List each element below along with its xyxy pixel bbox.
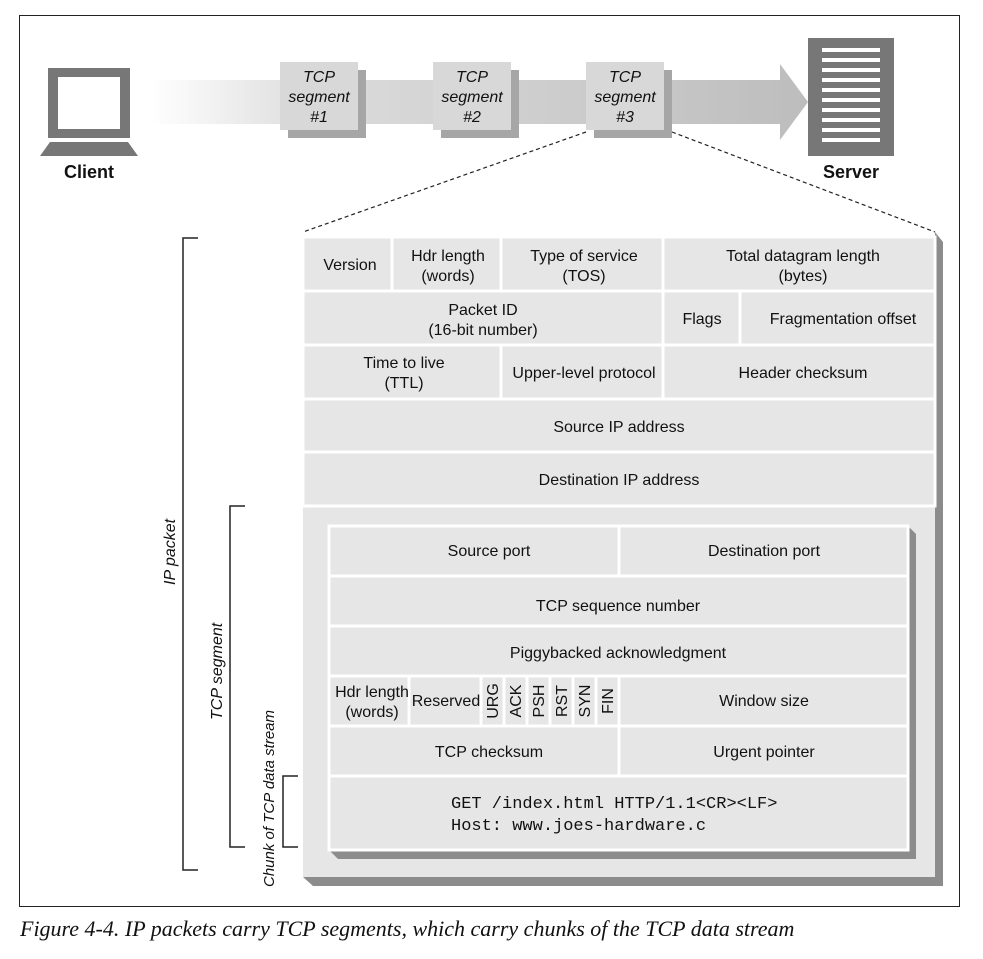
tcp-header: Source port Destination port TCP sequenc… — [327, 524, 910, 852]
ip-flags-field: Flags — [682, 311, 721, 328]
tcp-segment-label: TCP segment — [209, 622, 226, 720]
server-label: Server — [823, 162, 879, 182]
tcp-hdr-length-unit: (words) — [345, 704, 398, 721]
ip-packet-label: IP packet — [162, 518, 179, 585]
segment-label-line: segment — [288, 89, 350, 106]
ip-ttl-field: Time to live — [363, 355, 444, 372]
segment-label-line: TCP — [456, 69, 488, 86]
tcp-window-size-field: Window size — [719, 693, 809, 710]
tcp-flag-fin: FIN — [600, 688, 617, 714]
segment-2: TCP segment #2 — [433, 62, 519, 138]
segment-label-line: #3 — [616, 109, 634, 126]
tcp-flag-ack: ACK — [508, 684, 525, 717]
ip-tos-field: Type of service — [530, 248, 638, 265]
tcp-reserved-field: Reserved — [412, 693, 480, 710]
zoom-line-right — [671, 131, 936, 233]
ip-upper-protocol-field: Upper-level protocol — [512, 365, 655, 382]
tcp-data-line-1: GET /index.html HTTP/1.1<CR><LF> — [451, 795, 777, 814]
tcp-source-port-field: Source port — [448, 543, 531, 560]
chunk-bracket — [282, 775, 298, 848]
ip-header: Version Hdr length (words) Type of servi… — [301, 235, 937, 508]
ip-source-address-field: Source IP address — [553, 419, 684, 436]
ip-dest-address-field: Destination IP address — [539, 472, 700, 489]
figure-caption: Figure 4-4. IP packets carry TCP segment… — [20, 916, 795, 941]
ip-hdr-length-field: Hdr length — [411, 248, 485, 265]
tcp-flag-urg: URG — [485, 683, 502, 719]
tcp-seq-number-field: TCP sequence number — [536, 598, 701, 615]
ip-packet-id-field: Packet ID — [448, 302, 517, 319]
tcp-checksum-field: TCP checksum — [435, 744, 543, 761]
chunk-label: Chunk of TCP data stream — [261, 710, 278, 887]
segment-3: TCP segment #3 — [586, 62, 672, 138]
ip-packet-bracket — [182, 237, 198, 871]
server-icon — [808, 38, 894, 156]
ip-header-checksum-field: Header checksum — [739, 365, 868, 382]
ip-version-field: Version — [323, 257, 376, 274]
segment-label-line: #2 — [463, 109, 481, 126]
tcp-segment-bracket — [229, 505, 245, 848]
segment-label-line: segment — [594, 89, 656, 106]
ip-packet-id-desc: (16-bit number) — [428, 322, 537, 339]
tcp-ack-field: Piggybacked acknowledgment — [510, 645, 727, 662]
client-label: Client — [64, 162, 114, 182]
tcp-dest-port-field: Destination port — [708, 543, 821, 560]
segment-1: TCP segment #1 — [280, 62, 366, 138]
ip-total-length-unit: (bytes) — [779, 268, 828, 285]
tcp-urgent-pointer-field: Urgent pointer — [713, 744, 815, 761]
tcp-data-line-2: Host: www.joes-hardware.c — [451, 817, 706, 836]
ip-total-length-field: Total datagram length — [726, 248, 880, 265]
ip-ttl-abbrev: (TTL) — [384, 375, 423, 392]
zoom-line-left — [302, 131, 587, 233]
client-computer-icon — [40, 68, 138, 156]
tcp-hdr-length-field: Hdr length — [335, 684, 409, 701]
segment-label-line: TCP — [609, 69, 641, 86]
ip-tos-abbrev: (TOS) — [562, 268, 605, 285]
ip-frag-offset-field: Fragmentation offset — [770, 311, 917, 328]
segment-label-line: #1 — [310, 109, 328, 126]
segment-label-line: segment — [441, 89, 503, 106]
tcp-flag-syn: SYN — [577, 685, 594, 718]
tcp-ip-diagram: Client Server TCP segment #1 TCP segment — [40, 38, 943, 887]
tcp-flag-rst: RST — [554, 685, 571, 717]
tcp-flag-psh: PSH — [531, 685, 548, 718]
figure-frame — [19, 15, 960, 907]
segment-label-line: TCP — [303, 69, 335, 86]
ip-hdr-length-unit: (words) — [421, 268, 474, 285]
